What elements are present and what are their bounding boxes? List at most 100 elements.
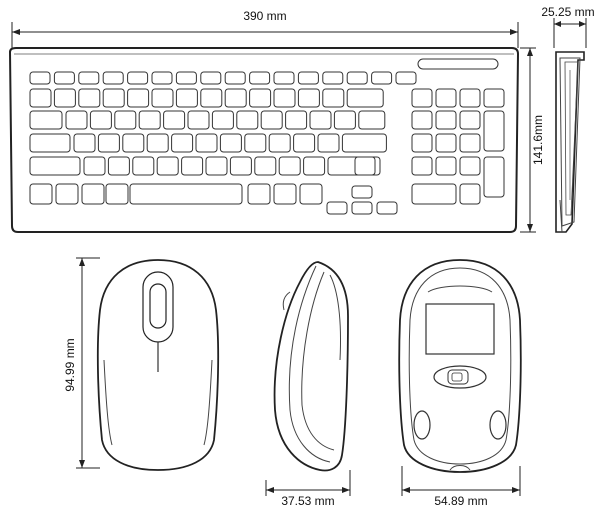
mouse-side-line-left (103, 359, 113, 446)
mouse-length-label: 94.99 mm (63, 338, 77, 391)
keyboard-side-view: 25.25 mm (541, 5, 595, 233)
keyboard-key (200, 71, 222, 85)
keyboard-key (29, 71, 51, 85)
keyboard-key (156, 156, 179, 176)
keyboard-key (297, 88, 320, 108)
keyboard-key (83, 156, 106, 176)
length-arrow-down (79, 460, 85, 468)
keyboard-key (53, 71, 75, 85)
keyboard-key (322, 88, 345, 108)
keyboard-key (459, 133, 481, 153)
keyboard-key (249, 88, 272, 108)
keyboard-key (376, 201, 398, 215)
keyboard-key (181, 156, 204, 176)
mouse-width-arrow-left (402, 487, 410, 493)
keyboard-key (105, 183, 129, 205)
keyboard-key (236, 110, 259, 130)
keyboard-key (114, 110, 137, 130)
battery-compartment (425, 303, 495, 355)
keyboard-key (354, 156, 376, 176)
keyboard-key (322, 71, 344, 85)
keyboard-key (285, 110, 308, 130)
keyboard-key (175, 88, 198, 108)
keyboard-key (138, 110, 161, 130)
mouse-side-line-right (203, 359, 213, 446)
battery-cover-top (427, 285, 493, 293)
keyboard-key (351, 185, 373, 199)
keyboard-key (303, 156, 326, 176)
keyboard-key (224, 88, 247, 108)
keyboard-key (171, 133, 194, 153)
keyboard-key (346, 71, 368, 85)
keyboard-depth-label: 25.25 mm (541, 5, 594, 19)
keyboard-key (127, 71, 149, 85)
arrow-up (527, 48, 533, 56)
keyboard-key (53, 88, 76, 108)
keyboard-key (224, 71, 246, 85)
keyboard-key (102, 71, 124, 85)
keyboard-key (151, 88, 174, 108)
mouse-side-body (273, 261, 349, 472)
keyboard-key (435, 133, 457, 153)
mouse-width-label: 54.89 mm (434, 494, 487, 508)
keyboard-key (395, 71, 417, 85)
keyboard-key (187, 110, 210, 130)
keyboard-key (29, 110, 63, 130)
keyboard-key (219, 133, 242, 153)
keyboard-key (205, 156, 228, 176)
keyboard-key (127, 88, 150, 108)
keyboard-key (73, 133, 96, 153)
mouse-height-arrow-right (342, 487, 350, 493)
keyboard-foot (559, 199, 563, 233)
keyboard-key (435, 110, 457, 130)
length-arrow-up (79, 258, 85, 266)
indicator-pill (417, 58, 499, 70)
mouse-height-label: 37.53 mm (281, 494, 334, 508)
keyboard-key (97, 133, 120, 153)
keyboard-keys (29, 71, 505, 215)
foot-pad-left (413, 410, 431, 440)
keyboard-height-label: 141.6mm (531, 115, 545, 165)
keyboard-key (55, 183, 79, 205)
keyboard-key (459, 110, 481, 130)
keyboard-key (435, 88, 457, 108)
keyboard-key (151, 71, 173, 85)
keyboard-key (351, 201, 373, 215)
keyboard-key (309, 110, 332, 130)
mouse-top-view: 94.99 mm (63, 257, 220, 471)
keyboard-key (273, 183, 297, 205)
keyboard-key (459, 88, 481, 108)
keyboard-key (254, 156, 277, 176)
depth-arrow-right (579, 21, 586, 27)
keyboard-key (195, 133, 218, 153)
mouse-side-view: 37.53 mm (265, 261, 351, 508)
keyboard-key (273, 71, 295, 85)
keyboard-key (211, 110, 234, 130)
mouse-height-arrow-left (266, 487, 274, 493)
keyboard-key (29, 183, 53, 205)
arrow-left (12, 29, 20, 35)
keyboard-key (297, 71, 319, 85)
keyboard-key (411, 110, 433, 130)
keyboard-key (163, 110, 186, 130)
keyboard-key (459, 156, 481, 176)
keyboard-key (29, 156, 81, 176)
keyboard-key (89, 110, 112, 130)
keyboard-key (107, 156, 130, 176)
keyboard-key (299, 183, 323, 205)
sensor-lens (451, 372, 463, 382)
keyboard-profile-key-edge (564, 61, 579, 216)
keyboard-key (260, 110, 283, 130)
keyboard-key (249, 71, 271, 85)
keyboard-key (78, 71, 100, 85)
keyboard-top-view: 390 mm 141.6mm (8, 9, 545, 233)
keyboard-key (247, 183, 271, 205)
scroll-wheel (149, 283, 167, 329)
keyboard-key (435, 156, 457, 176)
keyboard-key (459, 183, 481, 205)
keyboard-key (371, 71, 393, 85)
keyboard-key (122, 133, 145, 153)
keyboard-key (102, 88, 125, 108)
foot-pad-right (489, 410, 507, 440)
